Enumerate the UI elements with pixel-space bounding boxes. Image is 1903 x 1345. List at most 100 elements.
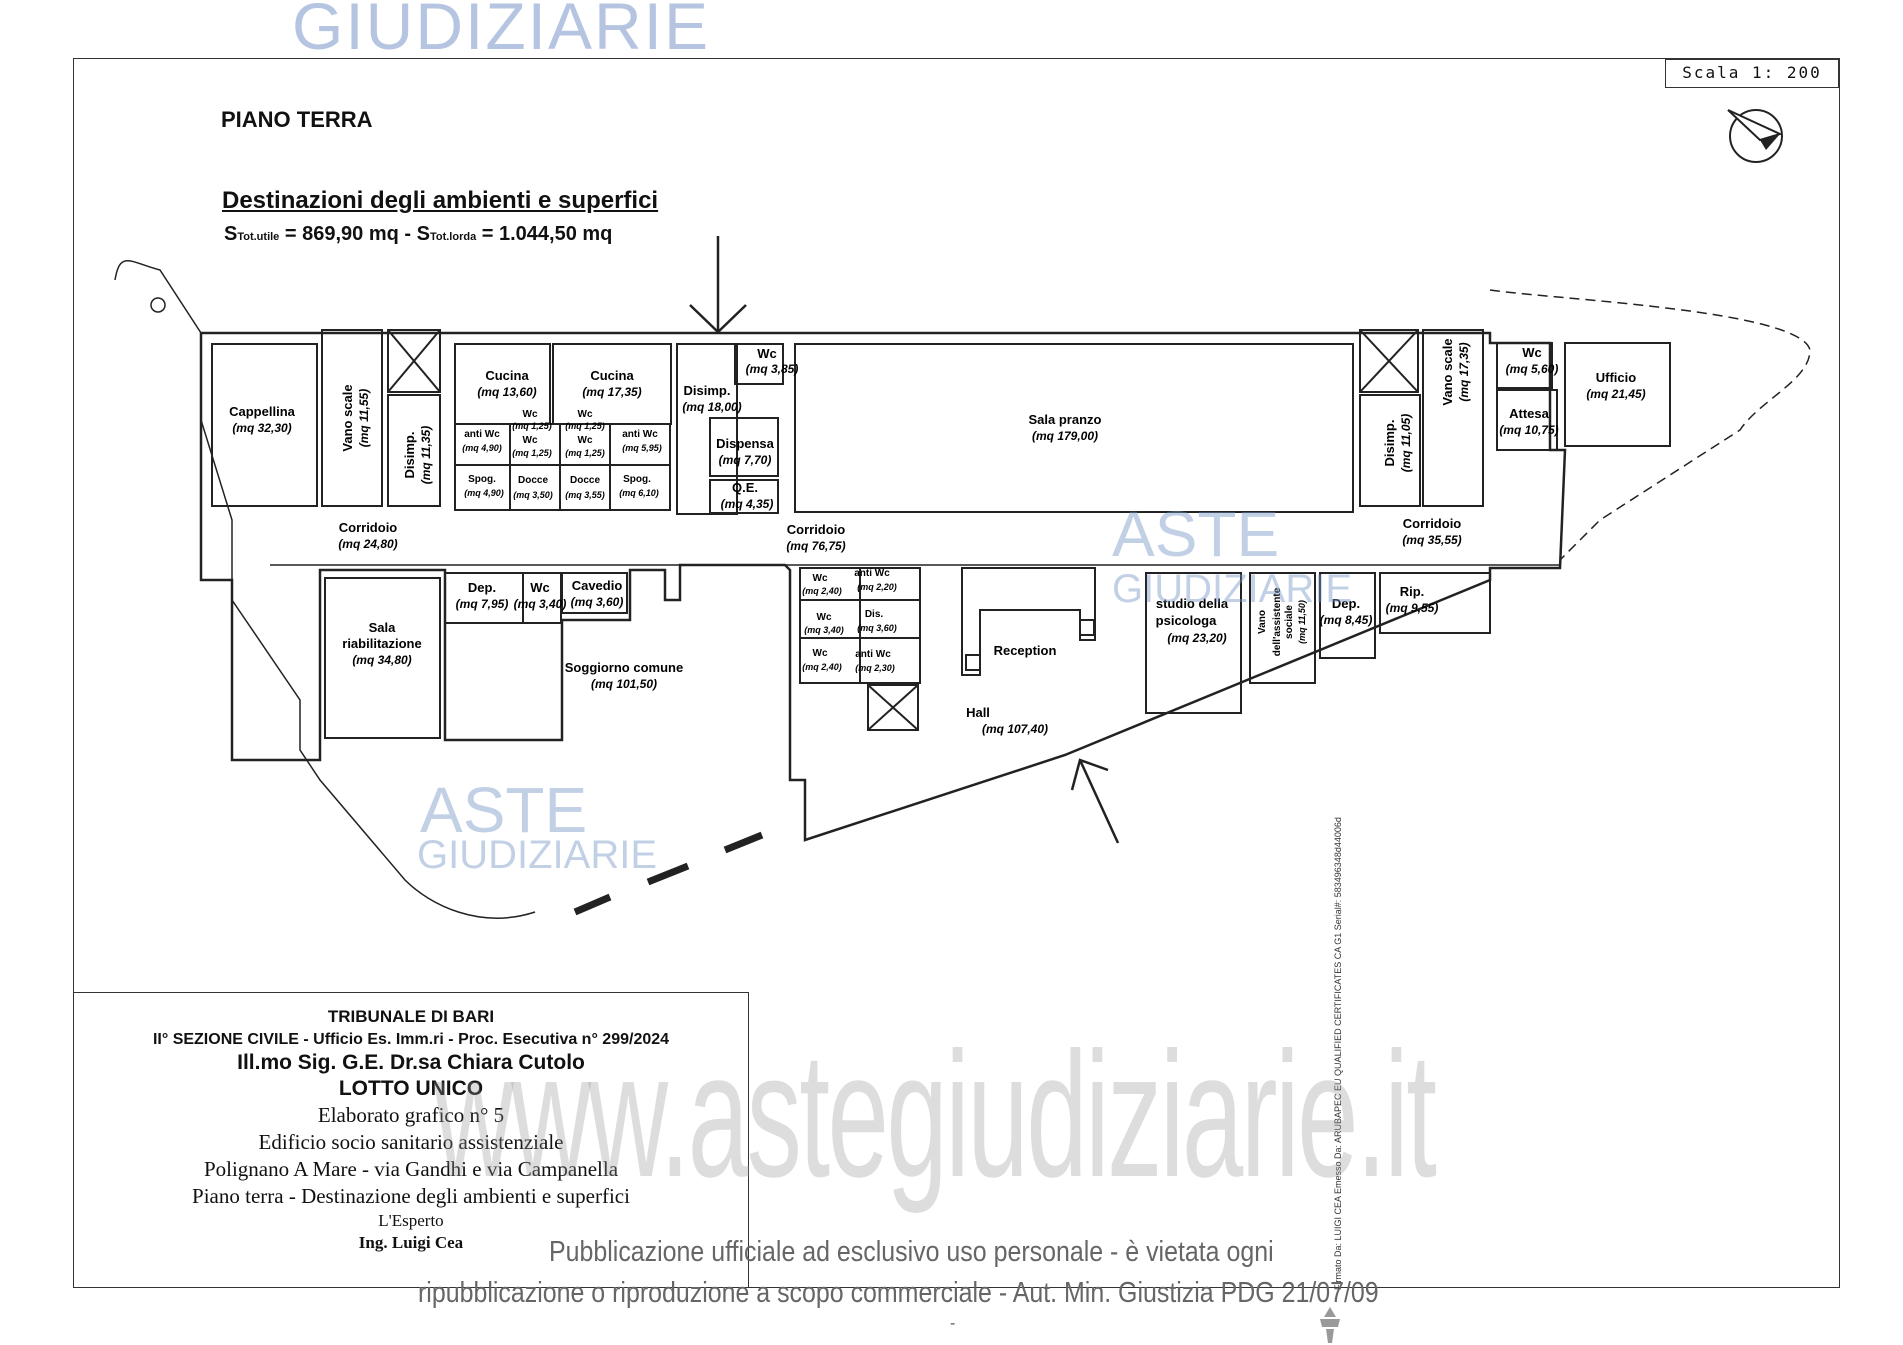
- wc-right-label: Wc: [1522, 345, 1542, 360]
- docce-2-area: (mq 3,55): [565, 490, 605, 500]
- title-block: TRIBUNALE DI BARI II° SEZIONE CIVILE - U…: [73, 992, 749, 1288]
- antiwc-3-label: anti Wc: [854, 568, 890, 579]
- sala-pranzo-label: Sala pranzo: [1029, 412, 1102, 427]
- surface-s1: S: [224, 223, 238, 245]
- footer-dash: -: [950, 1315, 956, 1332]
- sala-pranzo-room: [794, 343, 1354, 513]
- vano-scale-1-label: Vano scale: [340, 384, 355, 451]
- section-line: II° SEZIONE CIVILE - Ufficio Es. Imm.ri …: [152, 1031, 670, 1048]
- spog-1-label: Spog.: [468, 474, 496, 485]
- wc-right-area: (mq 5,60): [1506, 362, 1559, 376]
- gavel-icon: [1320, 1307, 1340, 1343]
- corridoio-2-area: (mq 76,75): [786, 539, 845, 553]
- antiwc-4-label: anti Wc: [855, 649, 891, 660]
- vano-assist-area: (mq 11,50): [1297, 600, 1307, 644]
- lift-void: [867, 684, 919, 731]
- surface-s2: S: [416, 223, 430, 245]
- soggiorno-area: (mq 101,50): [591, 677, 657, 691]
- elaborato-line: Elaborato grafico n° 5: [317, 1103, 505, 1127]
- watermark-giudiziarie-1: GIUDIZIARIE: [1112, 567, 1353, 611]
- reception-label: Reception: [994, 643, 1057, 658]
- wc-mid-area: (mq 3,40): [514, 597, 567, 611]
- cucina-2-room: [552, 343, 672, 425]
- antiwc-1-area: (mq 4,90): [462, 443, 502, 453]
- cavedio-label: Cavedio: [572, 578, 623, 593]
- vano-scale-2-room: [1422, 329, 1484, 507]
- vano-scale-1-area: (mq 11,55): [357, 389, 371, 447]
- watermark-top: GIUDIZIARIE: [292, 0, 711, 63]
- surface-v2: = 1.044,50 mq: [476, 223, 613, 245]
- cucina-2-label: Cucina: [590, 368, 634, 383]
- expert-name: Ing. Luigi Cea: [358, 1233, 464, 1252]
- wc-right-room: [1496, 342, 1553, 389]
- attesa-label: Attesa: [1509, 406, 1550, 421]
- wc-g-area: (mq 2,40): [802, 662, 842, 672]
- disimp-3-label: Disimp.: [1382, 420, 1397, 467]
- disimp-2-room: [676, 343, 738, 515]
- description-line: Piano terra - Destinazione degli ambient…: [192, 1184, 630, 1208]
- surface-totals: STot.utile = 869,90 mq - STot.lorda = 1.…: [224, 223, 612, 246]
- cucina-2-area: (mq 17,35): [582, 385, 641, 399]
- dispensa-room: [709, 417, 779, 477]
- dep-2-label: Dep.: [1332, 596, 1360, 611]
- wc-c-area: (mq 1,25): [565, 421, 605, 431]
- tribunal-line: TRIBUNALE DI BARI: [327, 1007, 495, 1026]
- sala-riab-room: [324, 577, 441, 739]
- publication-notice-1: Pubblicazione ufficiale ad esclusivo uso…: [549, 1236, 1274, 1268]
- reception-desk: [961, 567, 1096, 676]
- wc-b-label: Wc: [523, 435, 538, 446]
- corridoio-3-area: (mq 35,55): [1402, 533, 1461, 547]
- sala-pranzo-area: (mq 179,00): [1032, 429, 1098, 443]
- address-line: Polignano A Mare - via Gandhi e via Camp…: [203, 1157, 619, 1181]
- dep-2-area: (mq 8,45): [1320, 613, 1373, 627]
- cucina-1-area: (mq 13,60): [477, 385, 536, 399]
- corridoio-2-label: Corridoio: [787, 522, 846, 537]
- wc-d-label: Wc: [578, 435, 593, 446]
- vano-assist-label-3: sociale: [1284, 605, 1295, 639]
- corridoio-1-label: Corridoio: [339, 520, 398, 535]
- judge-line: Ill.mo Sig. G.E. Dr.sa Chiara Cutolo: [237, 1051, 585, 1074]
- disimp-1-area: (mq 11,35): [419, 426, 433, 484]
- vano-scale-2-label: Vano scale: [1440, 338, 1455, 405]
- docce-2-label: Docce: [570, 475, 600, 486]
- studio-label-2: psicologa: [1156, 613, 1217, 628]
- watermark-aste-2: ASTE: [420, 774, 588, 846]
- antiwc-1-label: anti Wc: [464, 429, 500, 440]
- vano-scale-1-room: [321, 329, 383, 507]
- entrance-arrow-bottom: [1070, 758, 1120, 844]
- wc-f-label: Wc: [817, 612, 832, 623]
- disimp-2-label: Disimp.: [684, 383, 731, 398]
- watermark-aste-1: ASTE: [1112, 498, 1280, 570]
- wc-g-label: Wc: [813, 648, 828, 659]
- wc-top-label: Wc: [757, 346, 777, 361]
- wc-b-area: (mq 1,25): [512, 448, 552, 458]
- disimp-3-room: [1359, 394, 1421, 507]
- curb-dash: [573, 831, 764, 916]
- soggiorno-label: Soggiorno comune: [565, 660, 683, 675]
- corridoio-3-label: Corridoio: [1403, 516, 1462, 531]
- cucina-1-label: Cucina: [485, 368, 529, 383]
- wc-a-area: (mq 1,25): [512, 421, 552, 431]
- wc-top-room: [734, 343, 784, 385]
- cavedio-room: [561, 572, 628, 614]
- surface-sub2: Tot.lorda: [429, 231, 477, 243]
- disimp-1-label: Disimp.: [402, 432, 417, 479]
- cappellina-area: (mq 32,30): [232, 421, 291, 435]
- dep-2-room: [1319, 572, 1376, 659]
- edificio-line: Edificio socio sanitario assistenziale: [258, 1130, 564, 1154]
- floor-title: PIANO TERRA: [221, 107, 373, 132]
- wc-c-label: Wc: [578, 409, 593, 420]
- entrance-arrow-top: [689, 236, 747, 334]
- wc-e-label: Wc: [813, 573, 828, 584]
- qe-label: Q.E.: [732, 480, 758, 495]
- surface-sub1: Tot.utile: [237, 231, 280, 243]
- docce-1-area: (mq 3,50): [513, 490, 553, 500]
- publication-notice-2: ripubblicazione o riproduzione a scopo c…: [418, 1277, 1379, 1309]
- ufficio-room: [1564, 342, 1671, 447]
- sala-riab-area: (mq 34,80): [352, 653, 411, 667]
- site-boundary: [114, 260, 536, 919]
- destination-title: Destinazioni degli ambienti e superfici: [222, 187, 659, 214]
- sala-riab-label-1: Sala: [369, 620, 397, 635]
- rip-area: (mq 9,55): [1386, 601, 1439, 615]
